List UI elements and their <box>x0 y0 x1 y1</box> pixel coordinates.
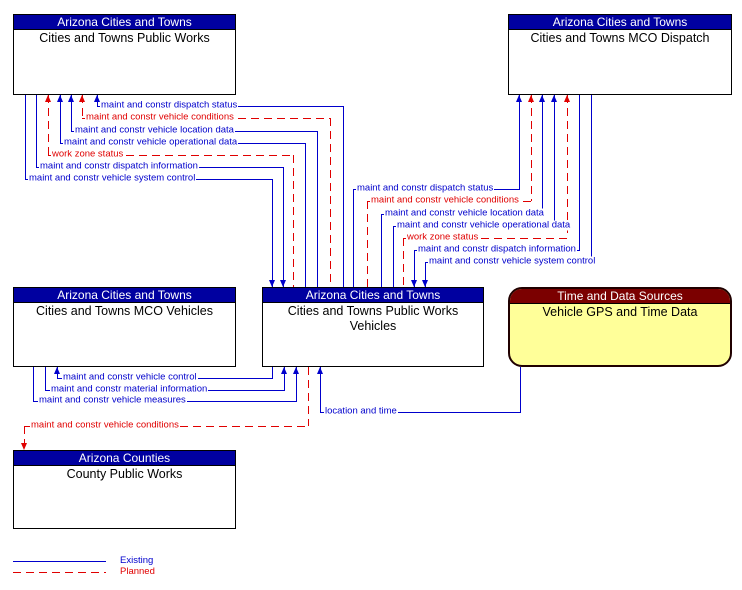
box-header-agency: Arizona Counties <box>14 451 235 466</box>
flow-line <box>48 95 49 155</box>
flow-line <box>320 367 321 412</box>
flow-line <box>367 201 368 287</box>
flow-label: maint and constr dispatch information <box>417 243 577 255</box>
arrowhead-icon <box>54 367 60 374</box>
flow-line <box>24 426 25 450</box>
flow-line <box>284 367 285 390</box>
flow-label: maint and constr dispatch information <box>39 160 199 172</box>
flow-line <box>519 95 520 189</box>
box-title-element: County Public Works <box>66 467 183 481</box>
legend-existing-label: Existing <box>120 555 154 566</box>
flow-line <box>71 95 72 131</box>
flow-line <box>48 155 294 156</box>
flow-line <box>320 412 521 413</box>
box-header-agency: Arizona Cities and Towns <box>14 288 235 303</box>
flow-label: maint and constr vehicle system control <box>28 172 197 184</box>
flow-line <box>425 262 426 287</box>
arrowhead-icon <box>528 95 534 102</box>
arrowhead-icon <box>516 95 522 102</box>
arrowhead-icon <box>79 95 85 102</box>
flow-label: maint and constr vehicle conditions <box>85 111 235 123</box>
box-title-element: Cities and Towns MCO Dispatch <box>530 31 710 45</box>
flow-line <box>393 226 394 287</box>
arrowhead-icon <box>57 95 63 102</box>
flow-label: maint and constr vehicle location data <box>74 124 235 136</box>
flow-line <box>591 95 592 262</box>
flow-label: maint and constr vehicle control <box>62 371 198 383</box>
legend-planned-line <box>13 572 106 573</box>
flow-line <box>353 189 354 287</box>
arrowhead-icon <box>45 95 51 102</box>
box-header-agency: Arizona Cities and Towns <box>509 15 731 30</box>
arrowhead-icon <box>422 280 428 287</box>
arrowhead-icon <box>293 367 299 374</box>
flow-line <box>45 367 46 390</box>
arrowhead-icon <box>539 95 545 102</box>
flow-line <box>317 131 318 287</box>
flow-line <box>308 367 309 426</box>
box-header-terminator: Time and Data Sources <box>510 289 730 304</box>
flow-line <box>283 167 284 287</box>
flow-line <box>272 367 273 378</box>
arrowhead-icon <box>21 443 27 450</box>
flow-line <box>381 214 382 287</box>
flow-line <box>82 95 83 118</box>
box-title-element: Vehicle GPS and Time Data <box>542 305 698 319</box>
box-cities-towns-mco-vehicles: Arizona Cities and Towns Cities and Town… <box>13 287 236 367</box>
flow-label: maint and constr vehicle conditions <box>370 194 520 206</box>
flow-line <box>567 95 568 238</box>
flow-line <box>414 250 415 287</box>
flow-label: work zone status <box>51 148 125 160</box>
flow-label: maint and constr dispatch status <box>100 99 239 111</box>
box-cities-towns-mco-dispatch: Arizona Cities and Towns Cities and Town… <box>508 14 732 95</box>
arrowhead-icon <box>411 280 417 287</box>
box-vehicle-gps-time-data: Time and Data Sources Vehicle GPS and Ti… <box>508 287 732 367</box>
arrowhead-icon <box>94 95 100 102</box>
flow-label: maint and constr material information <box>50 383 209 395</box>
box-cities-towns-public-works: Arizona Cities and Towns Cities and Town… <box>13 14 236 95</box>
box-header-agency: Arizona Cities and Towns <box>14 15 235 30</box>
arrowhead-icon <box>269 280 275 287</box>
flow-label: maint and constr vehicle conditions <box>30 419 180 431</box>
flow-line <box>520 367 521 412</box>
legend-planned-label: Planned <box>120 566 155 577</box>
flow-line <box>60 95 61 143</box>
flow-line <box>403 238 404 287</box>
flow-line <box>330 118 331 287</box>
flow-label: work zone status <box>406 231 480 243</box>
flow-line <box>343 106 344 287</box>
flow-line <box>272 179 273 287</box>
flow-line <box>305 143 306 287</box>
box-cities-towns-public-works-vehicles: Arizona Cities and Towns Cities and Town… <box>262 287 484 367</box>
flow-line <box>403 238 568 239</box>
arrowhead-icon <box>551 95 557 102</box>
flow-label: maint and constr vehicle operational dat… <box>396 219 572 231</box>
flow-label: maint and constr vehicle location data <box>384 207 545 219</box>
flow-line <box>531 95 532 201</box>
flow-line <box>579 95 580 250</box>
flow-line <box>25 95 26 179</box>
flow-label: maint and constr vehicle operational dat… <box>63 136 239 148</box>
flow-line <box>36 95 37 167</box>
flow-label: maint and constr vehicle measures <box>38 394 187 406</box>
flow-line <box>542 95 543 214</box>
box-county-public-works: Arizona Counties County Public Works <box>13 450 236 529</box>
flow-label: location and time <box>324 405 398 417</box>
flow-label: maint and constr vehicle system control <box>428 255 597 267</box>
flow-line <box>33 367 34 401</box>
flow-label: maint and constr dispatch status <box>356 182 495 194</box>
arrowhead-icon <box>281 367 287 374</box>
box-title-element: Cities and Towns Public Works <box>39 31 210 45</box>
arrowhead-icon <box>317 367 323 374</box>
arrowhead-icon <box>68 95 74 102</box>
arrowhead-icon <box>280 280 286 287</box>
box-header-agency: Arizona Cities and Towns <box>263 288 483 303</box>
flow-line <box>554 95 555 226</box>
box-title-element: Cities and Towns Public Works Vehicles <box>287 304 459 333</box>
flow-line <box>296 367 297 401</box>
flow-line <box>293 155 294 287</box>
legend-existing-line <box>13 561 106 562</box>
box-title-element: Cities and Towns MCO Vehicles <box>36 304 213 318</box>
arrowhead-icon <box>564 95 570 102</box>
